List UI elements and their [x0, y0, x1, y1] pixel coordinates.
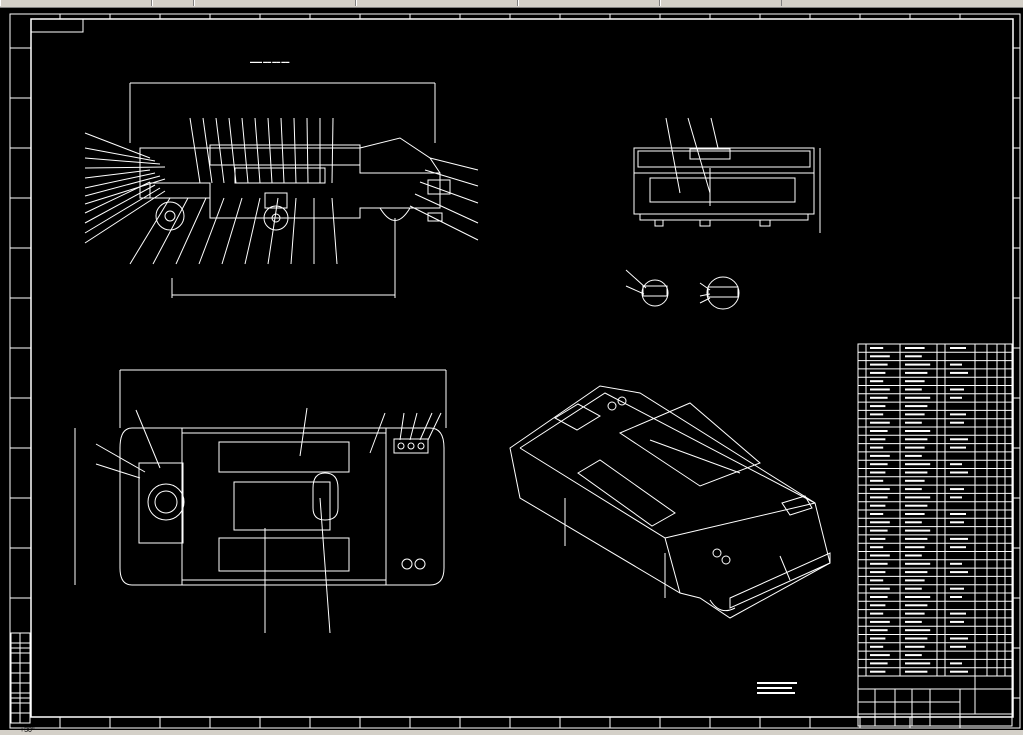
- detail-views: [625, 269, 740, 310]
- isometric-view: [509, 385, 831, 619]
- window-toolbar: [0, 0, 1023, 8]
- cad-drawing: ▬▬▬ ▬▬ ▬▬ ▬▬: [9, 13, 1021, 729]
- sheet-outer-border: [9, 13, 1021, 729]
- technical-notes: [757, 682, 797, 694]
- revision-table: [10, 632, 31, 724]
- toolbar-segment[interactable]: [518, 0, 660, 6]
- title-block: [857, 675, 1013, 727]
- toolbar-segment[interactable]: [152, 0, 194, 6]
- front-view: ▬▬▬ ▬▬ ▬▬ ▬▬: [84, 59, 479, 298]
- toolbar-segment[interactable]: [660, 0, 782, 6]
- top-view: [74, 369, 447, 634]
- cad-drawing-canvas[interactable]: ▬▬▬ ▬▬ ▬▬ ▬▬: [0, 8, 1023, 730]
- status-text: +30°: [20, 727, 35, 734]
- svg-text:▬▬▬ ▬▬ ▬▬ ▬▬: ▬▬▬ ▬▬ ▬▬ ▬▬: [250, 59, 289, 64]
- status-bar: +30°: [0, 727, 1023, 735]
- border-ticks: [10, 14, 1020, 728]
- toolbar-segment[interactable]: [356, 0, 518, 6]
- sheet-corner-box: [30, 18, 84, 33]
- toolbar-segment[interactable]: [0, 0, 152, 6]
- toolbar-segment[interactable]: [194, 0, 356, 6]
- sheet-inner-border: [30, 18, 1014, 718]
- bill-of-materials: [857, 343, 1013, 677]
- side-view: [633, 117, 821, 233]
